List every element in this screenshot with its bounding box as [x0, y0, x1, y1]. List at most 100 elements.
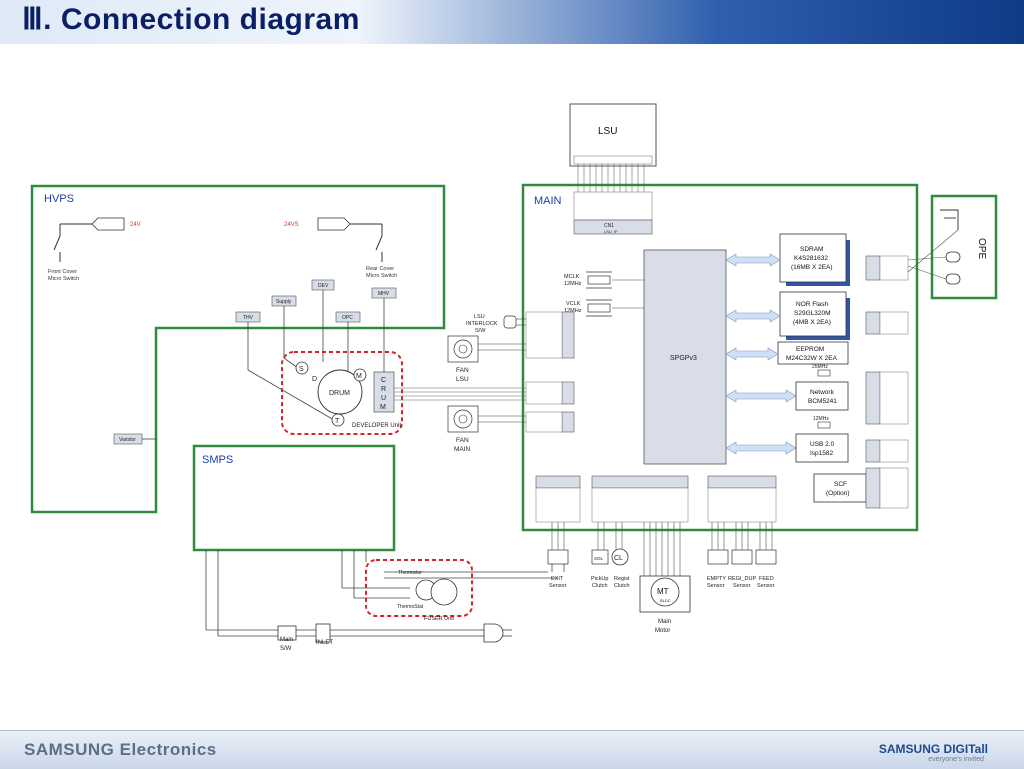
- eeprom-block: [777, 341, 849, 365]
- sdram-line3: (16MB X 2EA): [791, 264, 833, 271]
- pickup-clutch-line1: PickUp: [591, 576, 608, 582]
- right-connectors: [865, 255, 881, 509]
- usb-block: [795, 433, 849, 463]
- spgp-label: SPGPv3: [670, 355, 697, 362]
- sdram-line1: SDRAM: [800, 246, 823, 253]
- header-bar: [0, 0, 1024, 44]
- opc-label: OPC: [342, 315, 353, 321]
- thermistor-label: Thermistor: [398, 570, 422, 576]
- network-block: [795, 381, 849, 411]
- spgp-chip: [643, 249, 727, 465]
- bldc-label: BLDC: [660, 598, 671, 603]
- network-line2: BCM5241: [808, 398, 837, 405]
- footer-tagline: everyone's invited: [928, 756, 984, 763]
- lsu-interlock-line2: INTERLOCK: [466, 321, 498, 327]
- crum-m: M: [380, 404, 386, 411]
- inlet-label: INLET: [316, 640, 333, 646]
- v24-label: 24V: [130, 222, 141, 228]
- main-motor-line1: Main: [658, 619, 671, 625]
- ope-border: [930, 194, 998, 300]
- nor-line1: NOR Flash: [796, 301, 829, 308]
- rear-cover-line1: Rear Cover: [366, 266, 394, 272]
- crum-c: C: [381, 377, 386, 384]
- t-label: T: [335, 418, 340, 425]
- x25-label: 25MHz: [812, 364, 828, 370]
- regist-clutch-line1: Regist: [614, 576, 630, 582]
- lsu-label: LSU: [598, 126, 617, 137]
- eeprom-line1: EEPROM: [796, 346, 824, 353]
- crum-r: R: [381, 386, 386, 393]
- rear-cover-line2: Micro Switch: [366, 273, 397, 279]
- usb-line1: USB 2.0: [810, 441, 835, 448]
- feed-sensor-line1: FEED: [759, 576, 774, 582]
- thermostat-label: ThermoStat: [397, 604, 424, 610]
- main-label: MAIN: [534, 195, 562, 207]
- main-sw-line2: S/W: [280, 646, 292, 652]
- usb-line2: Isp1582: [810, 450, 834, 457]
- sol-label: SOL: [594, 556, 604, 561]
- fan-lsu-line1: FAN: [456, 367, 469, 374]
- fan-lsu-line2: LSU: [456, 376, 469, 383]
- main-border: [521, 183, 919, 532]
- hvps-border: [30, 184, 446, 514]
- hvps-label: HVPS: [44, 193, 74, 205]
- scf-block: [813, 473, 867, 503]
- varistor-label: Varistor: [119, 437, 136, 443]
- vclk-line2: 12MHz: [564, 308, 582, 314]
- d-label: D: [312, 376, 317, 383]
- front-cover-line2: Micro Switch: [48, 276, 79, 282]
- empty-sensor-line1: EMPTY: [707, 576, 726, 582]
- smps-border: [192, 444, 396, 552]
- lsu-interlock-line3: S/W: [475, 328, 486, 334]
- dev-label: DEV: [318, 283, 329, 289]
- regist-clutch-line2: Clutch: [614, 583, 630, 589]
- empty-sensor-line2: Sensor: [707, 583, 725, 589]
- footer-bar: [0, 730, 1024, 769]
- vclk-line1: VCLK: [566, 301, 581, 307]
- mclk-line2: 12MHz: [564, 281, 582, 287]
- developer-unit-label: DEVELOPER Unit: [352, 423, 401, 429]
- exit-sensor-line1: EXIT: [551, 576, 564, 582]
- smps-label: SMPS: [202, 454, 233, 466]
- fan-main-line2: MAIN: [454, 446, 471, 453]
- fan-main-line1: FAN: [456, 437, 469, 444]
- nor-line3: (4MB X 2EA): [793, 319, 831, 326]
- lsu-cn1-label: CN1: [604, 223, 614, 229]
- mhv-label: MHV: [378, 291, 390, 297]
- x12-label: 12MHz: [813, 416, 829, 422]
- network-line1: Network: [810, 389, 835, 396]
- mt-label: MT: [657, 587, 669, 596]
- front-cover-line1: Front Cover: [48, 269, 77, 275]
- feed-sensor-line2: Sensor: [757, 583, 775, 589]
- exit-sensor-line2: Sensor: [549, 583, 567, 589]
- scf-line1: SCF: [834, 481, 847, 488]
- lsu-cn1-sub: LSU_IF: [604, 229, 618, 234]
- ope-label: OPE: [976, 238, 987, 259]
- footer-brand: SAMSUNG Electronics: [24, 740, 217, 759]
- thv-label: THV: [243, 315, 254, 321]
- v24s-label: 24VS: [284, 222, 299, 228]
- nor-line2: S29GL320M: [794, 310, 831, 317]
- supply-label: Supply: [276, 299, 292, 305]
- developer-unit-outline: [281, 351, 403, 435]
- regi-dup-sensor-line2: Sensor: [733, 583, 751, 589]
- lsu-cn1-connector: [573, 219, 653, 235]
- s-label: S: [299, 366, 304, 373]
- pickup-clutch-line2: Clutch: [592, 583, 608, 589]
- fuser-unit-label: FUSER Unit: [424, 616, 454, 622]
- fuser-unit-outline: [365, 559, 473, 617]
- main-sw-line1: Main: [280, 637, 293, 643]
- scf-line2: (Option): [826, 490, 849, 497]
- mclk-line1: MCLK: [564, 274, 580, 280]
- page-title: Ⅲ. Connection diagram: [22, 3, 360, 36]
- lsu-interlock-line1: LSU: [474, 314, 485, 320]
- main-motor-line2: Motor: [655, 628, 670, 634]
- crum-u: U: [381, 395, 386, 402]
- cl-label: CL: [614, 555, 623, 562]
- sdram-line2: K4S281632: [794, 255, 828, 262]
- lsu-box: [569, 103, 657, 167]
- drum-label: DRUM: [329, 390, 350, 397]
- sdram-block: [779, 233, 847, 283]
- m-label: M: [356, 373, 362, 380]
